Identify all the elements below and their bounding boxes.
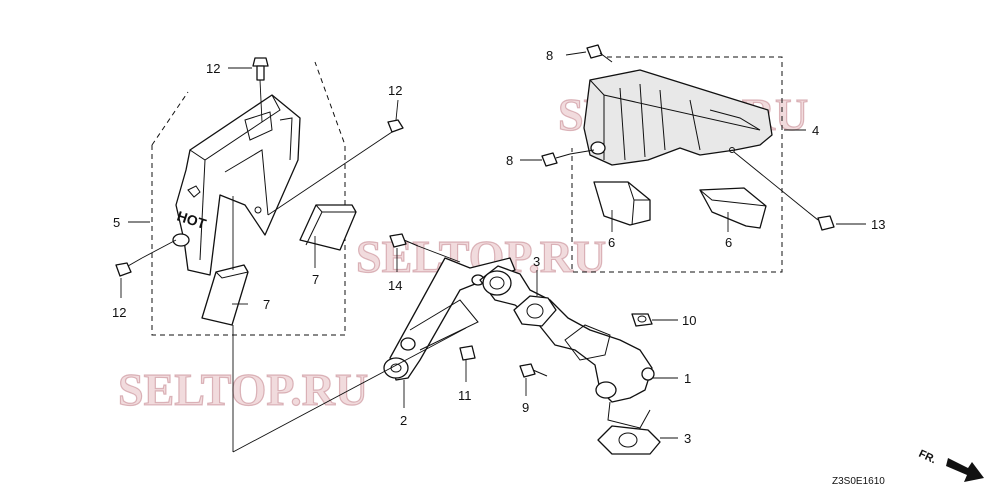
bolt-12-top bbox=[252, 57, 269, 81]
exhaust-pipe bbox=[479, 265, 655, 429]
callout-14: 14 bbox=[388, 278, 402, 293]
insulator-block-lower bbox=[201, 264, 249, 326]
callout-2: 2 bbox=[400, 413, 407, 428]
watermark-bottom-left: SELTOP.RU bbox=[118, 364, 368, 415]
nut-11 bbox=[459, 345, 476, 361]
bolt-9 bbox=[519, 363, 548, 378]
callout-8-mid: 8 bbox=[506, 153, 513, 168]
callout-12-right: 12 bbox=[388, 83, 402, 98]
group-box-left bbox=[151, 61, 346, 336]
callout-4: 4 bbox=[812, 123, 819, 138]
insulator-block-upper bbox=[299, 204, 357, 251]
muffler-protector bbox=[583, 69, 773, 166]
leader-lines bbox=[120, 51, 866, 453]
bolt-13 bbox=[807, 211, 835, 231]
bolt-12-left bbox=[115, 257, 143, 277]
callout-9: 9 bbox=[522, 400, 529, 415]
callout-1: 1 bbox=[684, 371, 691, 386]
callout-8-top: 8 bbox=[546, 48, 553, 63]
protector-pad-right bbox=[699, 187, 767, 229]
group-box-right bbox=[571, 56, 783, 273]
callout-5: 5 bbox=[113, 215, 120, 230]
bolt-8-mid bbox=[541, 152, 571, 167]
muffler-stay bbox=[383, 257, 516, 381]
protector-pad-left bbox=[593, 181, 651, 226]
diagram-code: Z3S0E1610 bbox=[832, 476, 885, 487]
callout-6-right: 6 bbox=[725, 235, 732, 250]
bolt-14 bbox=[389, 233, 419, 248]
callout-10: 10 bbox=[682, 313, 696, 328]
callout-13: 13 bbox=[871, 217, 885, 232]
callout-11: 11 bbox=[458, 388, 472, 403]
callout-3-lower: 3 bbox=[684, 431, 691, 446]
callout-7-upper: 7 bbox=[312, 272, 319, 287]
callout-6-left: 6 bbox=[608, 235, 615, 250]
nut-10 bbox=[631, 313, 653, 327]
heat-shield: HOT bbox=[172, 94, 301, 276]
front-direction-indicator: FR. bbox=[917, 448, 984, 482]
callout-3-upper: 3 bbox=[533, 254, 540, 269]
front-arrow-icon bbox=[946, 458, 984, 482]
direction-label: FR. bbox=[917, 448, 938, 466]
bolt-8-top bbox=[586, 44, 613, 63]
callout-12-top: 12 bbox=[206, 61, 220, 76]
callout-7-lower: 7 bbox=[263, 297, 270, 312]
callout-12-left: 12 bbox=[112, 305, 126, 320]
bolt-12-right bbox=[379, 119, 404, 141]
group-box-left-top bbox=[151, 91, 189, 146]
gasket-lower bbox=[597, 425, 661, 455]
gasket-upper bbox=[513, 295, 557, 327]
